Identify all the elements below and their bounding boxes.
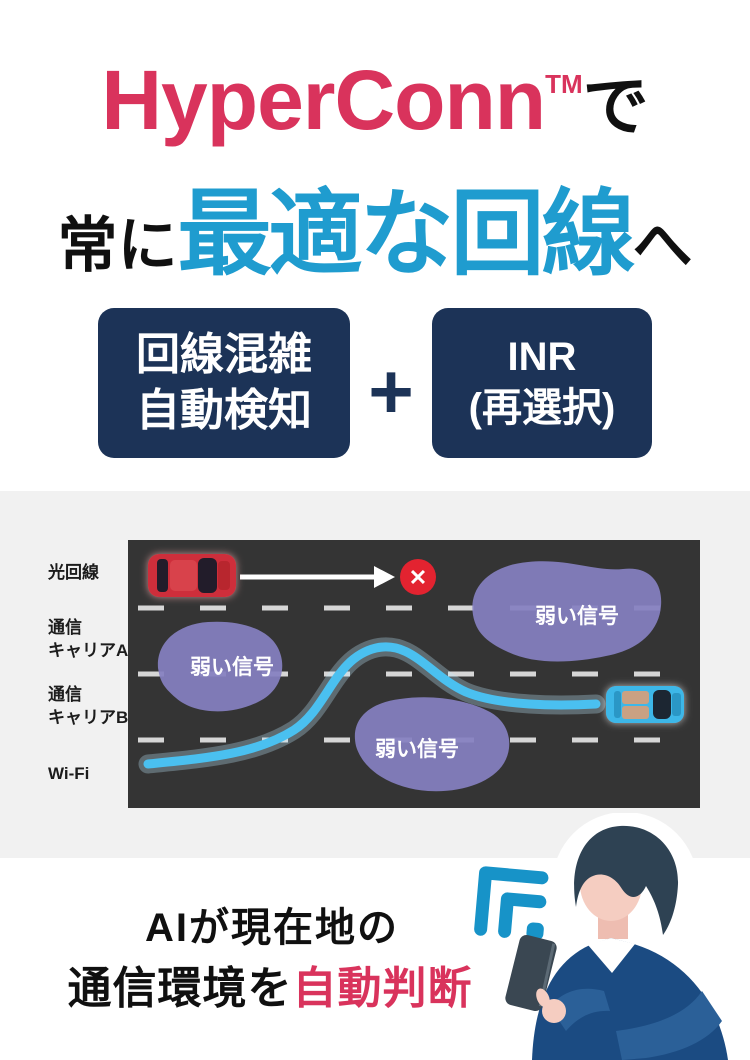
feature-box-inr: INR (再選択) [432, 308, 652, 458]
footer-line2-highlight: 自動判断 [292, 964, 473, 1013]
footer-line1: AIが現在地の [145, 906, 399, 950]
wifi-signal-icon [474, 866, 549, 940]
weak-signal-label-bottom: 弱い信号 [375, 737, 459, 761]
lane-label-wifi: Wi-Fi [48, 763, 89, 786]
blue-car [606, 686, 684, 723]
lane-label-carrier-b-line1: 通信 [48, 685, 82, 704]
person-forearm [550, 988, 610, 1031]
weak-signal-label-topright: 弱い信号 [535, 604, 619, 628]
trademark-mark: TM [545, 69, 583, 99]
headline-highlight: 最適な回線 [177, 181, 635, 286]
feature-box-congestion-detection: 回線混雑 自動検知 [98, 308, 350, 458]
weak-signal-blob-topright [472, 561, 662, 662]
person-arm-fold [616, 991, 722, 1060]
feature-box1-line1: 回線混雑 [136, 329, 312, 379]
weak-signal-label-left: 弱い信号 [190, 655, 274, 679]
lane-label-carrier-b-line2: キャリアB [48, 707, 129, 727]
feature-box2-line1: INR [507, 334, 577, 379]
diagram-band: 光回線 通信 キャリアA 通信 キャリアB Wi-Fi [0, 491, 750, 858]
lane-label-fiber: 光回線 [48, 562, 99, 585]
footer-line2-black: 通信環境を [67, 964, 293, 1013]
red-car [148, 554, 236, 597]
lane-label-carrier-a-line2: キャリアA [48, 640, 129, 660]
feature-row: 回線混雑 自動検知 + INR (再選択) [0, 308, 750, 458]
optimal-route-line [143, 642, 601, 769]
person-thumb [536, 988, 550, 1008]
lane-label-carrier-a: 通信 キャリアA [48, 617, 128, 663]
brand-name: HyperConn [101, 53, 546, 147]
feature-box1-line2: 自動検知 [136, 386, 312, 435]
headline-line1: HyperConnTMで [0, 52, 750, 149]
road-diagram: 弱い信号 弱い信号 弱い信号 ✕ [128, 540, 700, 808]
person-hair [574, 825, 679, 935]
footer-line2: 通信環境を自動判断 [20, 952, 520, 1016]
lane-label-carrier-a-line1: 通信 [48, 618, 82, 637]
person-collar [588, 938, 635, 973]
feature-box2-line2: (再選択) [468, 386, 616, 430]
headline-post: へ [632, 212, 693, 279]
plus-sign: + [368, 347, 414, 435]
connection-lost-badge: ✕ [400, 559, 436, 595]
lane-label-fiber-text: 光回線 [48, 563, 99, 582]
x-mark: ✕ [409, 565, 427, 590]
lane-label-carrier-b: 通信 キャリアB [48, 684, 128, 730]
headline-pre: 常に [57, 212, 178, 279]
weak-signal-blob-bottom [354, 697, 510, 792]
dropped-route-arrow [240, 566, 395, 588]
weak-signal-blob-left [157, 621, 283, 712]
headline-line2: 常に最適な回線へ [0, 158, 750, 294]
lane-label-wifi-text: Wi-Fi [48, 764, 90, 783]
road-diagram-svg: 弱い信号 弱い信号 弱い信号 ✕ [138, 554, 692, 792]
headline-suffix: で [582, 69, 649, 143]
person-illustration [505, 813, 728, 1060]
